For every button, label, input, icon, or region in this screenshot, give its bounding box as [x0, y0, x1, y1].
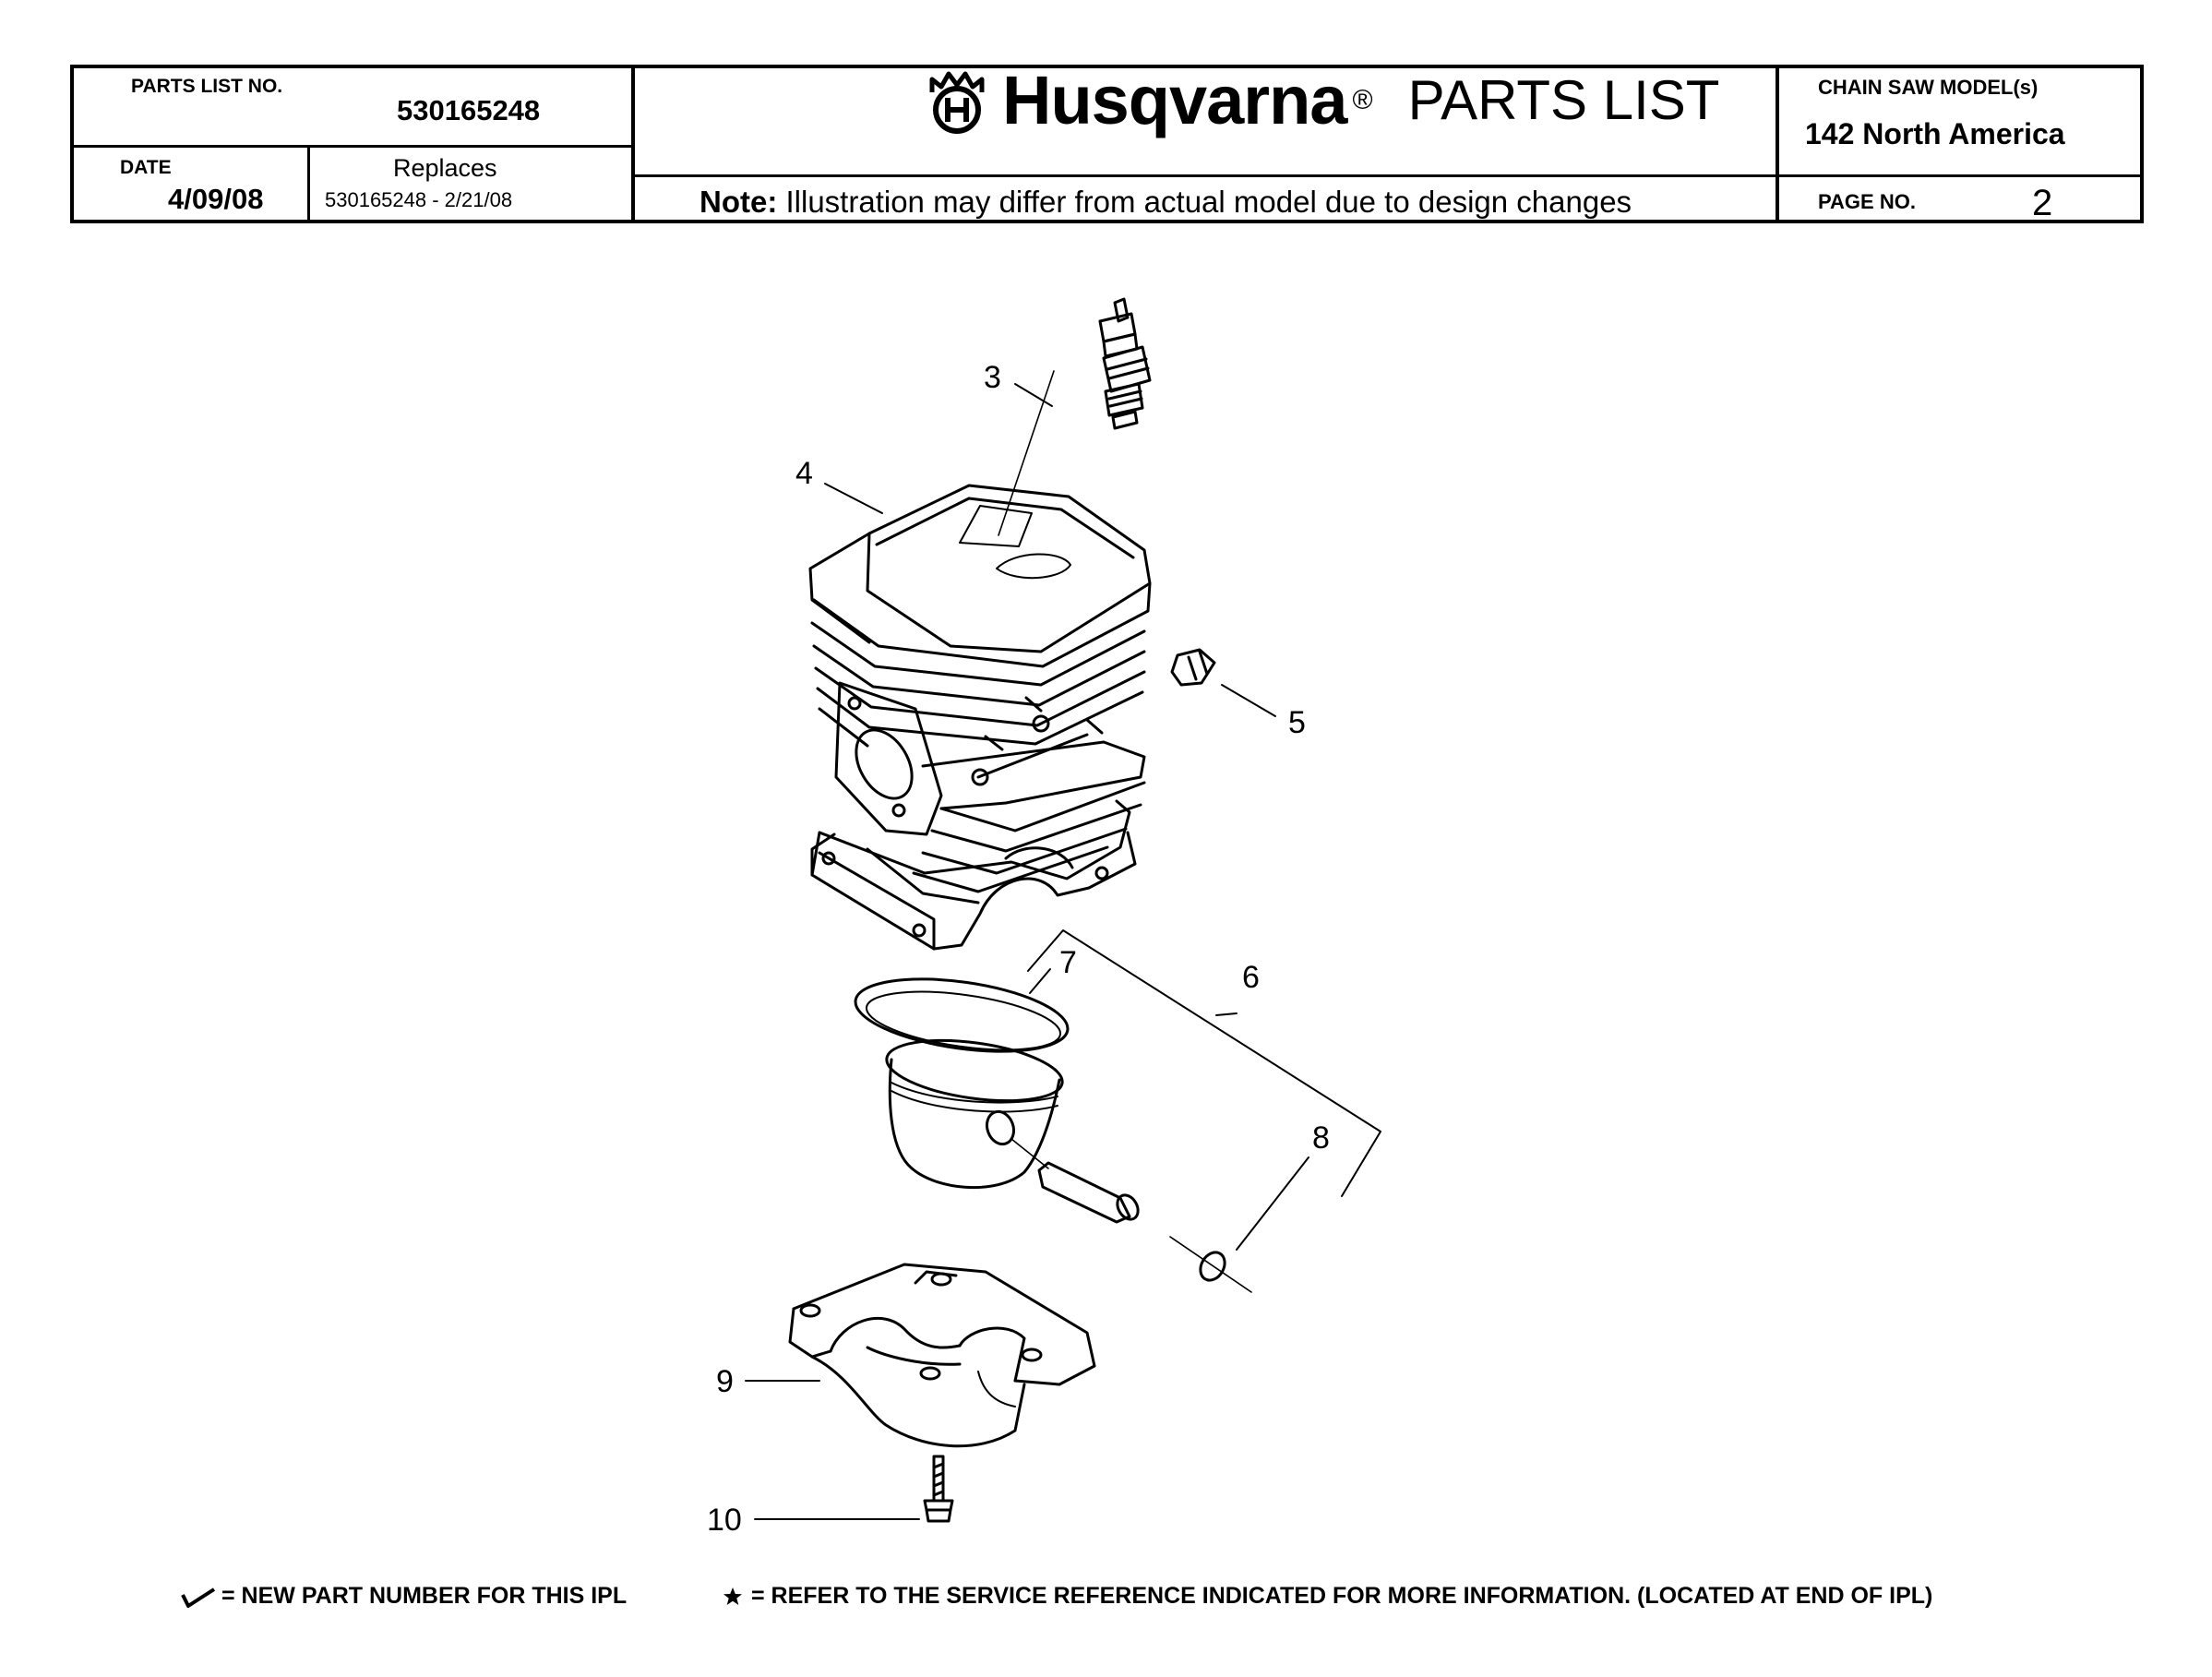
centerline [1010, 1138, 1049, 1169]
screw-drawing [923, 1455, 954, 1523]
header-divider [70, 145, 633, 148]
husqvarna-crown-logo-icon [929, 71, 985, 134]
legend-service-reference: = REFER TO THE SERVICE REFERENCE INDICAT… [751, 1583, 1933, 1609]
page-title: PARTS LIST [1407, 69, 1720, 131]
star-icon [723, 1587, 742, 1605]
brand-header: Husqvarna ® PARTS LIST [923, 66, 1719, 135]
model-label: CHAIN SAW MODEL(s) [1818, 76, 2039, 99]
date-value: 4/09/08 [168, 183, 264, 215]
note-label: Note: [699, 185, 778, 219]
header-divider [631, 65, 635, 223]
spark-plug-drawing [1098, 297, 1152, 430]
callout-7: 7 [1059, 945, 1077, 980]
header-divider [1776, 65, 1779, 223]
callout-8: 8 [1312, 1120, 1330, 1156]
callout-4: 4 [795, 456, 813, 491]
callout-3: 3 [984, 360, 1001, 395]
page-no-label: PAGE NO. [1818, 190, 1916, 213]
parts-list-no-label: PARTS LIST NO. [131, 76, 283, 97]
callout-6: 6 [1242, 960, 1260, 995]
piston-ring-drawing [854, 977, 1070, 1053]
crankcase-drawing [788, 1263, 1096, 1448]
brand-name: Husqvarna [1002, 62, 1347, 138]
model-value: 142 North America [1805, 117, 2065, 150]
new-part-check-icon [181, 1587, 216, 1608]
retaining-clip-drawing [1199, 1251, 1226, 1282]
piston-pin-drawing [1037, 1161, 1140, 1224]
callout-5: 5 [1288, 705, 1306, 740]
piston-drawing [885, 1038, 1064, 1190]
date-label: DATE [120, 157, 172, 178]
cylinder-drawing [808, 484, 1152, 951]
replaces-label: Replaces [393, 154, 497, 182]
decompression-valve-drawing [1170, 648, 1216, 687]
header-divider [307, 146, 310, 223]
replaces-value: 530165248 - 2/21/08 [325, 188, 513, 211]
callout-10: 10 [707, 1503, 742, 1538]
note-line: Note: Illustration may differ from actua… [699, 185, 1632, 220]
legend-new-part: = NEW PART NUMBER FOR THIS IPL [221, 1583, 628, 1609]
header-box [70, 65, 2144, 223]
header-divider [633, 174, 2144, 177]
centerline [998, 370, 1055, 536]
parts-list-no: 530165248 [397, 94, 541, 126]
registered-mark: ® [1352, 85, 1373, 115]
centerline [1169, 1236, 1252, 1293]
note-text: Illustration may differ from actual mode… [777, 185, 1632, 219]
leader-lines [745, 383, 1381, 1520]
callout-9: 9 [716, 1364, 734, 1399]
page-no-value: 2 [2032, 183, 2053, 223]
